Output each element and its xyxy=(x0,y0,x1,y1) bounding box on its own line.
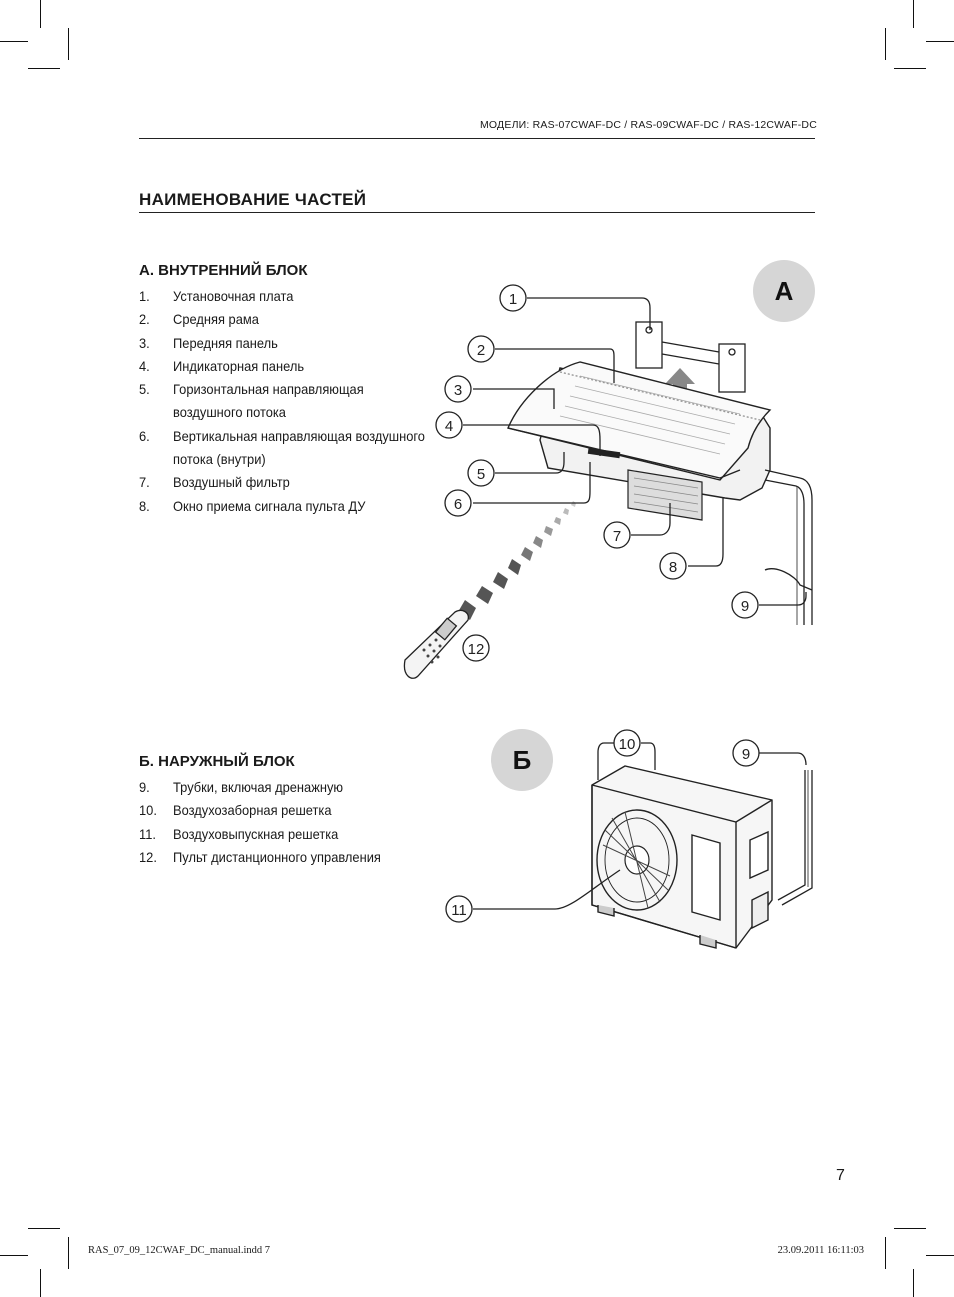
item-number: 12. xyxy=(139,848,157,865)
fan-grille xyxy=(596,809,678,911)
callout-10 xyxy=(613,729,641,757)
pipes xyxy=(764,469,813,625)
list-item: 7. Воздушный фильтр xyxy=(139,471,431,494)
callout-8-label: 8 xyxy=(669,559,677,576)
indoor-unit-body xyxy=(507,361,772,501)
list-item: 5. Горизонтальная направляющая воздушного… xyxy=(139,378,431,425)
page-title: НАИМЕНОВАНИЕ ЧАСТЕЙ xyxy=(139,190,367,209)
callout-8 xyxy=(659,552,687,580)
indoor-badge: А xyxy=(753,260,815,322)
item-number: 11. xyxy=(139,825,156,842)
outdoor-callout-circles xyxy=(445,729,760,923)
header-models: МОДЕЛИ: RAS-07CWAF-DC / RAS-09CWAF-DC / … xyxy=(479,119,817,131)
callout-11 xyxy=(445,895,473,923)
callout-1-label: 1 xyxy=(509,291,517,308)
outdoor-parts-list: 9. Трубки, включая дренажную 10. Воздухоза… xyxy=(139,776,431,869)
callout-9-outdoor xyxy=(732,739,760,767)
callout-2 xyxy=(467,335,495,363)
list-item: 4. Индикаторная панель xyxy=(139,355,431,378)
item-label: Средняя рама xyxy=(173,311,259,328)
footer-file: RAS_07_09_12CWAF_DC_manual.indd 7 xyxy=(88,1245,271,1256)
callout-6-label: 6 xyxy=(454,496,462,513)
callout-10-label: 10 xyxy=(619,736,636,753)
item-label: Передняя панель xyxy=(173,334,278,351)
callout-5 xyxy=(467,459,495,487)
callout-7 xyxy=(603,521,631,549)
up-arrow-icon xyxy=(665,368,695,395)
signal-beam xyxy=(458,501,576,620)
indoor-section-title: А. ВНУТРЕННИЙ БЛОК xyxy=(139,262,308,279)
footer-date: 23.09.2011 16:11:03 xyxy=(777,1245,864,1256)
list-item: 3. Передняя панель xyxy=(139,332,431,355)
item-number: 6. xyxy=(139,427,150,444)
air-filter xyxy=(627,469,703,521)
outdoor-unit-body xyxy=(591,765,773,949)
callout-9-outdoor-label: 9 xyxy=(742,746,750,763)
list-item: 1. Установочная плата xyxy=(139,285,431,308)
callout-3 xyxy=(444,375,472,403)
item-number: 10. xyxy=(139,802,157,819)
item-label: Вертикальная направляющая воздушного пот… xyxy=(173,427,425,468)
outdoor-pipes xyxy=(777,770,813,906)
item-number: 1. xyxy=(139,288,150,304)
callout-2-label: 2 xyxy=(477,342,485,359)
callout-12 xyxy=(462,634,490,662)
callout-4 xyxy=(435,411,463,439)
callout-circles xyxy=(435,284,759,662)
list-item: 8. Окно приема сигнала пульта ДУ xyxy=(139,495,431,518)
callout-12-label: 12 xyxy=(468,641,485,658)
indoor-parts-list: 1. Установочная плата 2. Средняя рама 3. Пе… xyxy=(139,285,431,518)
list-item: 9. Трубки, включая дренажную xyxy=(139,776,431,799)
list-item: 10. Воздухозаборная решетка xyxy=(139,799,431,822)
header-rule xyxy=(139,138,815,139)
item-number: 8. xyxy=(139,497,150,514)
callout-3-label: 3 xyxy=(454,382,462,399)
callout-4-label: 4 xyxy=(445,418,453,435)
page-number: 7 xyxy=(836,1167,845,1184)
callout-9 xyxy=(731,591,759,619)
leader-lines xyxy=(463,297,807,606)
callout-1 xyxy=(499,284,527,312)
title-rule xyxy=(139,212,815,213)
outdoor-leader-lines xyxy=(473,742,807,910)
indoor-unit-illustration: 1 2 3 4 5 6 7 8 9 12 xyxy=(403,284,813,679)
mounting-plate xyxy=(635,321,746,393)
item-label: Трубки, включая дренажную xyxy=(173,779,344,795)
list-item: 6. Вертикальная направляющая воздушного п… xyxy=(139,425,431,472)
item-number: 7. xyxy=(139,474,150,491)
item-label: Горизонтальная направляющая воздушного п… xyxy=(173,381,364,421)
item-number: 9. xyxy=(139,779,150,795)
callout-6 xyxy=(444,489,472,517)
remote-control xyxy=(403,609,469,679)
item-number: 2. xyxy=(139,311,150,328)
item-label: Воздушный фильтр xyxy=(173,474,290,491)
item-label: Пульт дистанционного управления xyxy=(173,848,381,865)
item-number: 3. xyxy=(139,334,150,351)
callout-5-label: 5 xyxy=(477,466,485,483)
item-label: Воздухозаборная решетка xyxy=(173,802,332,819)
list-item: 11. Воздуховыпускная решетка xyxy=(139,823,431,846)
item-label: Воздуховыпускная решетка xyxy=(173,825,339,842)
item-label: Установочная плата xyxy=(173,288,294,304)
item-label: Индикаторная панель xyxy=(173,357,305,374)
callout-9-label: 9 xyxy=(741,598,749,615)
callout-7-label: 7 xyxy=(613,528,621,545)
list-item: 12. Пульт дистанционного управления xyxy=(139,846,431,869)
outdoor-section-title: Б. НАРУЖНЫЙ БЛОК xyxy=(139,753,295,770)
item-label: Окно приема сигнала пульта ДУ xyxy=(173,497,366,514)
item-number: 5. xyxy=(139,381,150,398)
list-item: 2. Средняя рама xyxy=(139,308,431,331)
outdoor-unit-illustration: 10 9 11 xyxy=(445,729,813,949)
callout-11-label: 11 xyxy=(451,902,467,919)
item-number: 4. xyxy=(139,357,150,374)
outdoor-badge: Б xyxy=(491,729,553,791)
